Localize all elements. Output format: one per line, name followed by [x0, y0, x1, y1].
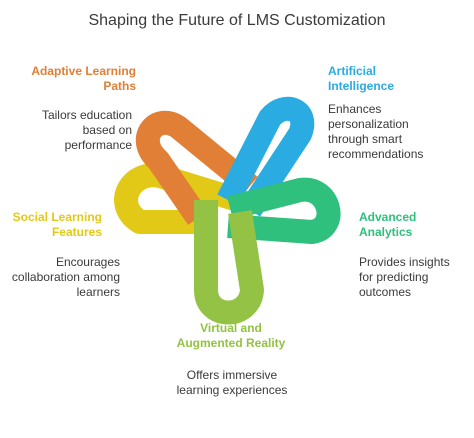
desc-virtual-augmented-reality: Offers immersive learning experiences [176, 368, 288, 397]
loop-lime [194, 200, 264, 325]
label-artificial-intelligence: Artificial Intelligence [328, 64, 395, 93]
label-adaptive-learning-paths: Adaptive Learning Paths [31, 64, 136, 93]
loop-orange [135, 110, 258, 225]
label-social-learning-features: Social Learning Features [12, 210, 102, 239]
desc-adaptive-learning-paths: Tailors education based on performance [41, 108, 132, 152]
desc-artificial-intelligence: Enhances personalization through smart r… [328, 102, 424, 161]
loop-blue [217, 96, 315, 217]
desc-advanced-analytics: Provides insights for predicting outcome… [359, 255, 450, 299]
label-virtual-augmented-reality: Virtual and Augmented Reality [176, 321, 286, 350]
loop-green [227, 177, 341, 244]
desc-social-learning-features: Encourages collaboration among learners [11, 255, 120, 299]
diagram-title: Shaping the Future of LMS Customization [88, 12, 386, 29]
label-advanced-analytics: Advanced Analytics [359, 210, 417, 239]
